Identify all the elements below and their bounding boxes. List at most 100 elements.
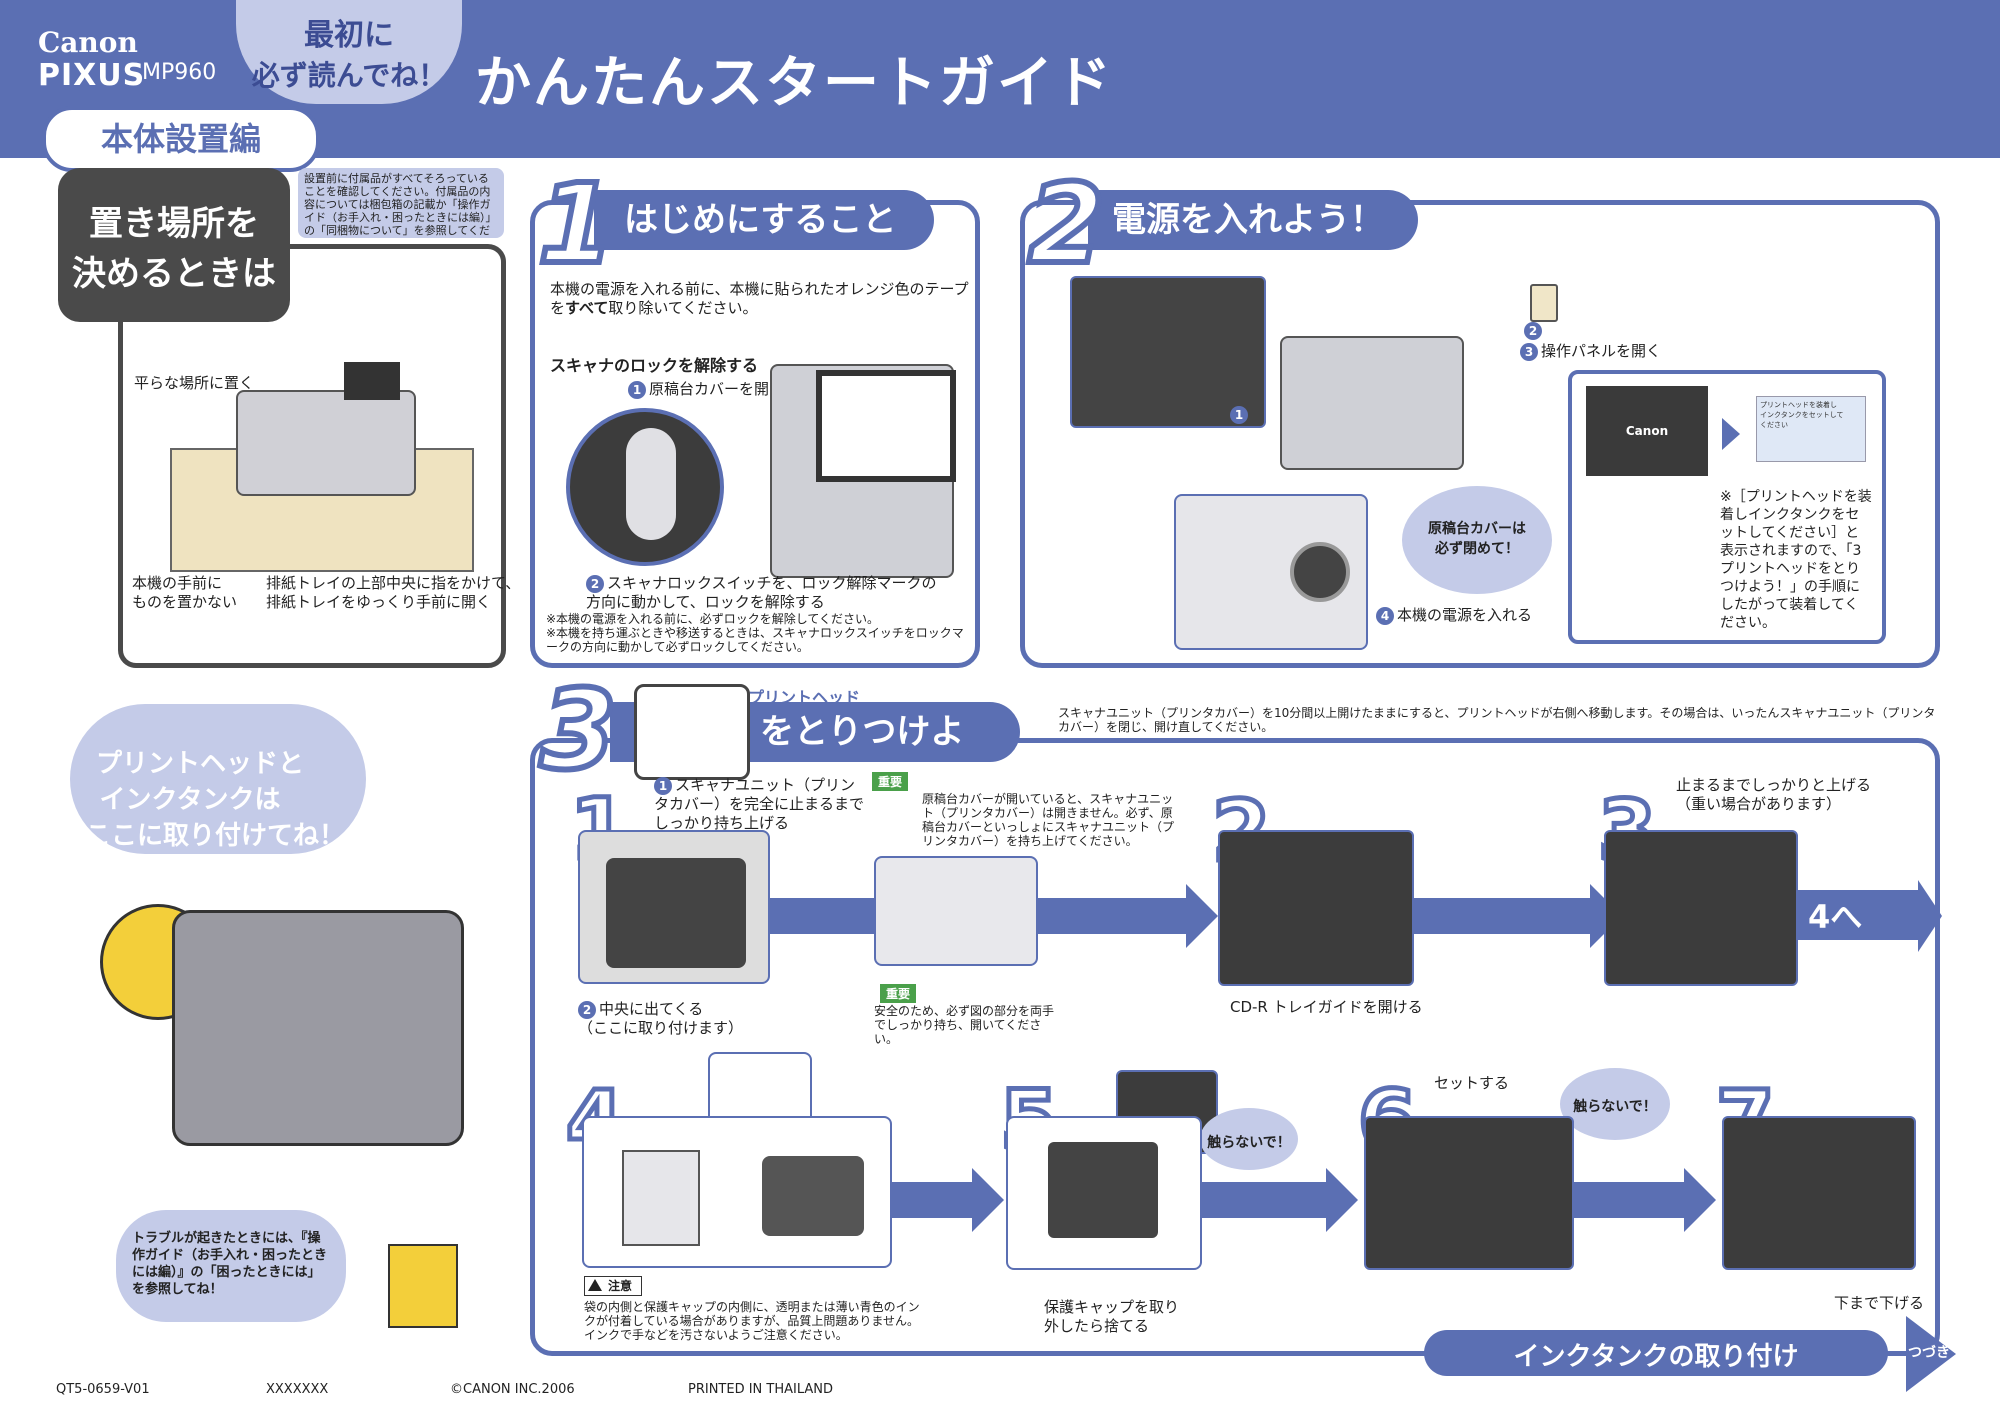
step1-intro-text: 本機の電源を入れる前に、本機に貼られたオレンジ色のテープを — [550, 280, 969, 317]
step1-s2-num: 2 — [586, 575, 604, 593]
label-flat: 平らな場所に置く — [134, 374, 255, 392]
outlet-icon — [1530, 284, 1558, 322]
to4-arrow — [1798, 890, 1918, 940]
placement-title-line1: 置き場所を — [89, 204, 259, 244]
step2-power-cable-illus — [1070, 276, 1266, 428]
lock-switch-knob — [626, 428, 676, 540]
step2-burst-bg — [1402, 486, 1552, 594]
model-logo: PIXUS — [38, 58, 146, 93]
sub1-printer — [606, 858, 746, 968]
sub5-text: 保護キャップを取り 外したら捨てる — [1044, 1298, 1180, 1335]
scanner-lid — [816, 370, 956, 482]
step1-note1: ※本機の電源を入れる前に、必ずロックを解除してください。 — [546, 612, 879, 626]
page-title: かんたんスタートガイド — [475, 51, 1113, 116]
sub7-illus — [1722, 1116, 1916, 1270]
warning-icon — [588, 1279, 602, 1291]
arrow-right-icon — [1684, 1168, 1716, 1232]
footer-printed: PRINTED IN THAILAND — [688, 1382, 834, 1397]
model-name: MP960 — [142, 60, 217, 85]
brand-logo: Canon — [38, 26, 138, 59]
important-text-1: 原稿台カバーが開いていると、スキャナユニット（プリンタカバー）は開きません。必ず… — [922, 792, 1175, 848]
sub6-illus — [1364, 1116, 1574, 1270]
flow-arrow-2 — [1038, 898, 1186, 934]
sub3-illus — [1604, 830, 1798, 986]
screen-message: プリントヘッドを装着し インクタンクをセットして ください — [1756, 396, 1866, 462]
sub6-set: セットする — [1434, 1074, 1510, 1092]
step2-banner: 電源を入れよう！ — [1088, 190, 1418, 250]
left-cloud-line3: ここに取り付けてね！ — [84, 821, 345, 851]
caution-box — [584, 1276, 642, 1296]
first-read-cloud — [236, 0, 462, 104]
next-button[interactable]: つづき — [1908, 1345, 1950, 1361]
arrow-right-icon — [972, 1168, 1004, 1232]
step3-number: 3 — [537, 663, 620, 797]
placement-note: 設置前に付属品がすべてそろっていることを確認してください。付属品の内容については… — [298, 168, 504, 238]
left-cloud-line1: プリントヘッドと — [95, 749, 304, 779]
first-read-line1: 最初に — [304, 18, 394, 53]
flow-arrow-6 — [1574, 1182, 1684, 1218]
step3-warning: スキャナユニット（プリンタカバー）を10分間以上開けたままにすると、プリントヘッ… — [1058, 706, 1936, 734]
step2-note: ※［プリントヘッドを装着しインクタンクをセットしてください］と表示されますので、… — [1720, 489, 1872, 631]
caution-text: 袋の内側と保護キャップの内側に、透明または薄い青色のインクが付着している場合があ… — [584, 1300, 920, 1342]
printer-illustration-step2 — [1280, 336, 1464, 470]
step1-note2: ※本機を持ち運ぶときや移送するときは、スキャナロックスイッチをロックマークの方向… — [546, 626, 964, 654]
step1-number: 1 — [535, 157, 618, 291]
sub7-text: 下まで下げる — [1834, 1294, 1925, 1312]
left-cloud-line2: インクタンクは — [99, 785, 281, 815]
footer-copyright: ©CANON INC.2006 — [450, 1382, 575, 1397]
sub1-hands-illus — [874, 856, 1038, 966]
sub5-burst: 触らないで！ — [1207, 1135, 1291, 1151]
printhead-label: プリントヘッド — [748, 688, 861, 707]
footer-code: QT5-0659-V01 — [56, 1382, 150, 1397]
step2-number: 2 — [1025, 157, 1108, 291]
important-badge-1: 重要 — [872, 772, 909, 791]
step1-banner: はじめにすること — [594, 190, 934, 250]
label-front: 本機の手前に ものを置かない — [132, 574, 238, 611]
step1-s2-text: スキャナロックスイッチを、ロック解除マークの方向に動かして、ロックを解除する — [586, 574, 937, 611]
sub5-burst-bg — [1200, 1108, 1298, 1170]
control-dial — [1290, 542, 1350, 602]
footer-x: XXXXXXX — [266, 1382, 329, 1397]
to4-text: 4へ — [1808, 898, 1863, 936]
sub4-bag — [622, 1150, 700, 1246]
step1-s1-num: 1 — [628, 381, 646, 399]
printer-top-tray — [344, 362, 400, 400]
step2-n2: 2 — [1524, 320, 1545, 340]
next-banner-text: インクタンクの取り付け — [1513, 1342, 1799, 1372]
placement-title-box — [58, 168, 290, 322]
flow-arrow-5 — [1202, 1182, 1326, 1218]
flow-arrow-1 — [770, 898, 874, 934]
sub3-text: 止まるまでしっかりと上げる （重い場合があります） — [1676, 776, 1872, 813]
arrow-right-icon — [1918, 880, 1942, 952]
sub5-printhead — [1048, 1142, 1158, 1238]
printhead-illustration — [634, 684, 750, 780]
sub2-text: CD-R トレイガイドを開ける — [1230, 998, 1423, 1016]
sub6-burst-bg — [1560, 1068, 1670, 1140]
arrow-right-icon — [1326, 1168, 1358, 1232]
flow-arrow-4 — [892, 1182, 972, 1218]
sub2-illus — [1218, 830, 1414, 986]
placement-title-line2: 決めるときは — [72, 254, 276, 294]
step1-s1-text: 原稿台カバーを開く — [649, 380, 785, 398]
left-cloud — [70, 704, 366, 854]
printer-illustration — [236, 390, 416, 496]
next-banner — [1424, 1330, 1888, 1376]
label-tray: 排紙トレイの上部中央に指をかけて、 排紙トレイをゆっくり手前に開く — [266, 574, 521, 611]
step1-intro: 本機の電源を入れる前に、本機に貼られたオレンジ色のテープをすべて取り除いてくださ… — [550, 280, 970, 318]
step1-intro-bold: すべて — [565, 299, 609, 317]
screen-canon-text: Canon — [1625, 424, 1669, 438]
trouble-cloud — [116, 1210, 346, 1322]
step2-n1: 1 — [1230, 404, 1251, 424]
doghouse-illustration — [388, 1244, 458, 1328]
sub4-printhead — [762, 1156, 864, 1236]
screen-canon — [1586, 386, 1708, 476]
step2-s3-text: 操作パネルを開く — [1541, 342, 1662, 360]
arrow-right-icon — [1186, 884, 1218, 948]
step2-burst: 原稿台カバーは 必ず閉めて！ — [1428, 521, 1526, 557]
